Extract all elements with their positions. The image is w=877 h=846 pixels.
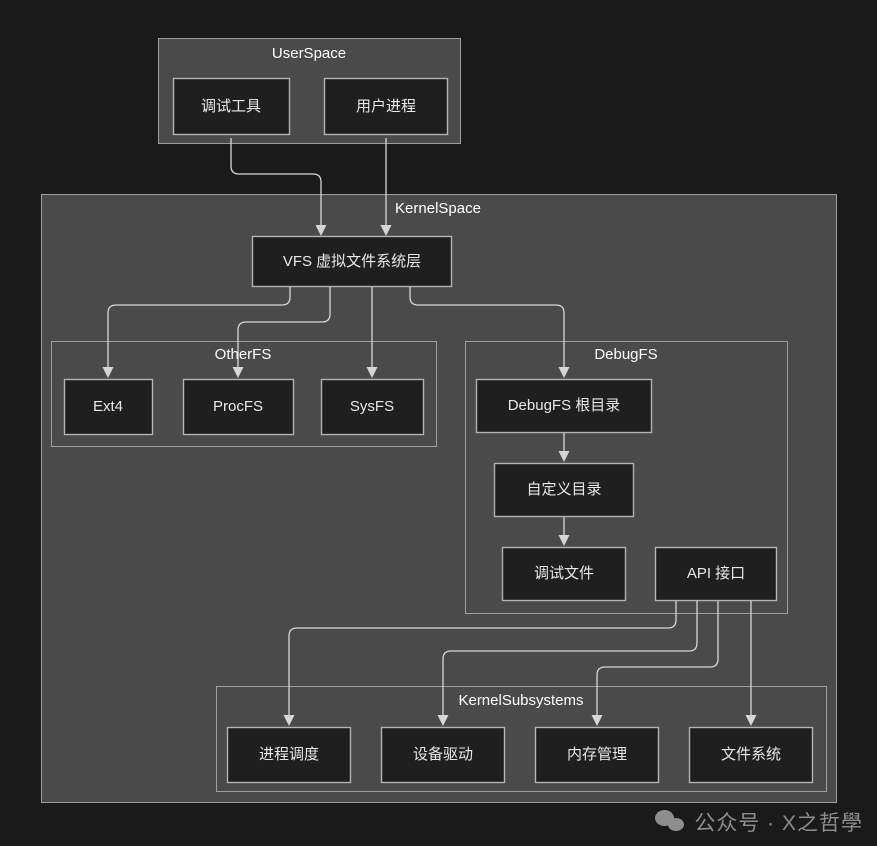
edge-vfs-ext4 <box>107 287 291 370</box>
node-label-custom-dir: 自定义目录 <box>526 481 601 498</box>
watermark: 公众号 · X之哲學 <box>655 807 863 837</box>
edge-vfs-debugfsroot-arrowhead <box>558 367 570 378</box>
node-custom-dir[interactable]: 自定义目录 <box>493 462 635 518</box>
cluster-label-userspace: UserSpace <box>272 45 346 62</box>
edge-userprocess-vfs-arrowhead <box>380 225 392 236</box>
node-api-interface[interactable]: API 接口 <box>654 546 778 602</box>
node-device-driver[interactable]: 设备驱动 <box>380 726 506 784</box>
node-label-ext4: Ext4 <box>93 398 123 415</box>
cluster-label-debugfs: DebugFS <box>594 346 657 363</box>
node-label-procfs: ProcFS <box>213 398 263 415</box>
node-debug-tool[interactable]: 调试工具 <box>172 77 291 136</box>
edge-vfs-debugfsroot <box>409 287 565 370</box>
edge-vfs-procfs-arrowhead <box>232 367 244 378</box>
cluster-label-kernelspace: KernelSpace <box>395 200 481 217</box>
edge-debugtool-vfs-arrowhead <box>315 225 327 236</box>
edge-api-filesystem-arrowhead <box>745 715 757 726</box>
watermark-text: 公众号 · X之哲學 <box>694 812 863 835</box>
node-file-system[interactable]: 文件系统 <box>688 726 814 784</box>
node-label-device-driver: 设备驱动 <box>413 746 473 763</box>
node-label-proc-sched: 进程调度 <box>259 746 319 763</box>
node-label-debug-tool: 调试工具 <box>201 98 261 115</box>
node-debug-file[interactable]: 调试文件 <box>501 546 627 602</box>
edge-api-procsched <box>288 600 677 718</box>
edge-vfs-sysfs-arrowhead <box>366 367 378 378</box>
node-vfs[interactable]: VFS 虚拟文件系统层 <box>251 235 453 288</box>
wechat-icon <box>655 810 685 834</box>
node-label-memory-mgmt: 内存管理 <box>567 746 627 763</box>
node-debugfs-root[interactable]: DebugFS 根目录 <box>475 378 653 434</box>
node-memory-mgmt[interactable]: 内存管理 <box>534 726 660 784</box>
node-proc-sched[interactable]: 进程调度 <box>226 726 352 784</box>
edge-api-memorymgmt-arrowhead <box>591 715 603 726</box>
node-label-debugfs-root: DebugFS 根目录 <box>508 397 621 414</box>
edge-api-devicedriver <box>442 600 698 718</box>
edge-debugfsroot-customdir-arrowhead <box>558 451 570 462</box>
cluster-label-kernelsubsystems: KernelSubsystems <box>458 692 583 709</box>
node-label-sysfs: SysFS <box>350 398 394 415</box>
node-label-debug-file: 调试文件 <box>534 565 594 582</box>
node-procfs[interactable]: ProcFS <box>182 378 295 436</box>
cluster-label-otherfs: OtherFS <box>215 346 272 363</box>
edge-customdir-debugfile-arrowhead <box>558 535 570 546</box>
edge-vfs-ext4-arrowhead <box>102 367 114 378</box>
edge-vfs-procfs <box>237 287 331 370</box>
edge-debugtool-vfs <box>230 138 322 228</box>
edge-api-memorymgmt <box>596 600 719 718</box>
edge-api-devicedriver-arrowhead <box>437 715 449 726</box>
node-label-api-interface: API 接口 <box>687 565 745 582</box>
node-ext4[interactable]: Ext4 <box>63 378 154 436</box>
node-label-vfs: VFS 虚拟文件系统层 <box>283 253 421 270</box>
node-sysfs[interactable]: SysFS <box>320 378 425 436</box>
node-label-file-system: 文件系统 <box>721 746 781 763</box>
node-user-process[interactable]: 用户进程 <box>323 77 449 136</box>
edge-api-procsched-arrowhead <box>283 715 295 726</box>
node-label-user-process: 用户进程 <box>356 98 416 115</box>
